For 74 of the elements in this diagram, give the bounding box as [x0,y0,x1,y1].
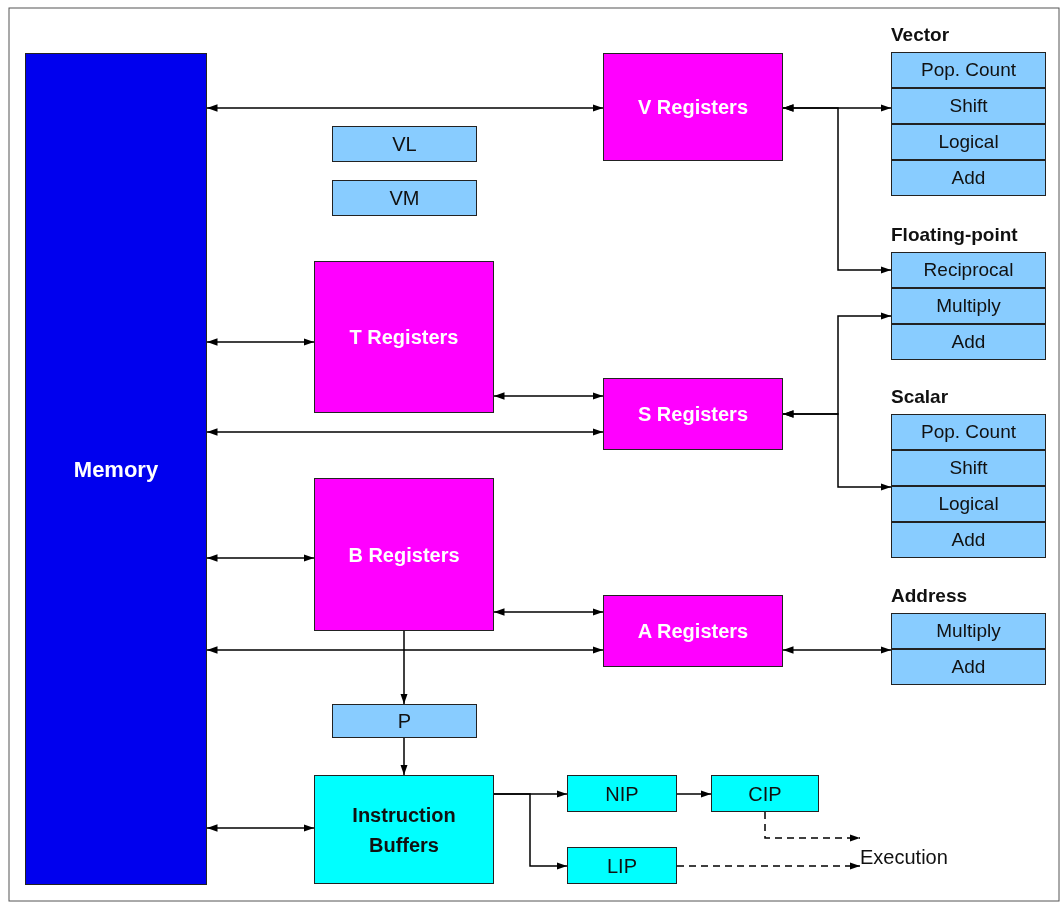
memory-block [25,53,207,885]
arrow [676,790,712,798]
arrow [400,737,408,776]
register-label: P [397,709,412,734]
functional-unit-cell [891,486,1046,522]
register-label: S Registers [637,402,749,427]
unit-label: Add [951,527,986,552]
unit-group-heading: Scalar [891,386,949,408]
buffer-label: LIP [607,853,637,879]
functional-unit-cell [891,124,1046,160]
register-box [332,180,477,216]
unit-label: Add [951,329,986,354]
functional-unit-cell [891,414,1046,450]
functional-unit-cell [891,88,1046,124]
arrow [206,646,604,654]
register-box [314,261,494,413]
functional-unit-cell [891,522,1046,558]
functional-unit-cell [891,160,1046,196]
unit-label: Shift [949,93,988,118]
execution-label: Execution [860,842,975,872]
functional-unit-cell [891,288,1046,324]
unit-label: Add [951,654,986,679]
unit-group-heading: Address [891,585,968,607]
dashed-arrow [676,862,861,870]
functional-unit-cell [891,52,1046,88]
buffer-label: NIP [605,781,639,807]
memory-label: Memory [73,455,159,484]
arrow [206,338,315,346]
functional-unit-cell [891,649,1046,685]
functional-unit-cell [891,613,1046,649]
arrow [782,646,892,654]
arrow [782,410,892,491]
functional-unit-cell [891,324,1046,360]
arrow [206,554,315,562]
register-box [332,704,477,738]
buffer-label: CIP [748,781,782,807]
arrow [400,630,408,705]
arrow [206,104,604,112]
buffer-box [711,775,819,812]
register-label: A Registers [637,619,749,644]
register-label: B Registers [348,542,460,568]
dashed-arrow [764,811,861,842]
register-box [314,478,494,631]
unit-group-heading: Vector [891,24,950,46]
unit-label: Multiply [936,293,1001,318]
register-label: T Registers [349,325,459,350]
buffer-box [567,847,677,884]
register-label: VM [389,186,420,211]
arrow [493,392,604,400]
register-box [603,378,783,450]
register-label: VL [392,132,417,157]
arrow [493,793,568,870]
arrow [206,428,604,436]
unit-label: Shift [949,455,988,480]
register-label: V Registers [637,95,749,120]
buffer-box [314,775,494,884]
arrow [206,824,315,832]
register-box [603,53,783,161]
unit-group-heading: Floating-point [891,224,1018,246]
functional-unit-cell [891,252,1046,288]
register-box [332,126,477,162]
buffer-box [567,775,677,812]
buffer-label: Instruction Buffers [351,802,457,858]
unit-label: Pop. Count [920,57,1017,82]
unit-label: Pop. Count [920,419,1017,444]
unit-label: Reciprocal [923,257,1014,282]
unit-label: Add [951,165,986,190]
arrow [493,608,604,616]
functional-unit-cell [891,450,1046,486]
unit-label: Logical [938,129,999,154]
unit-label: Logical [938,491,999,516]
arrow [782,104,892,274]
register-box [603,595,783,667]
unit-label: Multiply [936,618,1001,643]
